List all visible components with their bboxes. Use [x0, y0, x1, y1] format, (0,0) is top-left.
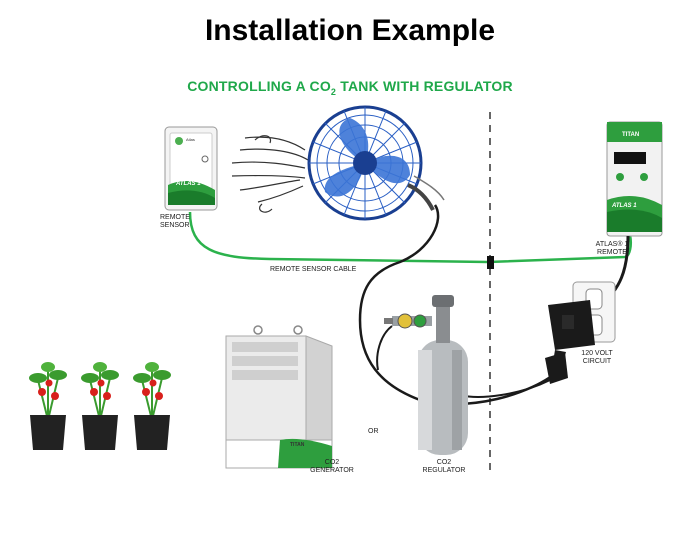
atlas-remote-label: ATLAS® 1 REMOTE: [584, 241, 640, 257]
or-label: OR: [368, 428, 379, 435]
oscillating-fan: [307, 105, 445, 221]
co2-regulator-label-line2: REGULATOR: [422, 467, 466, 474]
atlas-remote-label-line2: REMOTE: [597, 249, 627, 256]
regulator-hose: [459, 379, 551, 398]
fan-power-cord: [358, 204, 561, 406]
page-title: Installation Example: [204, 14, 496, 47]
atlas-remote-label-line1: ATLAS® 1: [595, 241, 629, 248]
co2-generator: [225, 325, 333, 469]
atlas-1-controller: [606, 121, 663, 237]
co2-generator-label-line1: CO2: [324, 459, 340, 466]
subtitle-subscript: 2: [330, 86, 337, 97]
sensor-brand-text: Atlas: [186, 137, 195, 142]
co2-regulator: [376, 313, 432, 371]
remote-sensor-cable-label: REMOTE SENSOR CABLE: [270, 266, 357, 273]
circuit-label: 120 VOLT CIRCUIT: [574, 350, 620, 366]
circuit-label-line2: CIRCUIT: [582, 358, 612, 365]
diagram-subtitle: CONTROLLING A CO2 TANK WITH REGULATOR: [0, 78, 700, 97]
subtitle-text-start: CONTROLLING A CO: [187, 78, 331, 94]
remote-sensor-label: REMOTE SENSOR: [160, 214, 190, 230]
remote-sensor-label-line1: REMOTE: [160, 214, 190, 221]
controller-model-text: ATLAS 1: [611, 203, 637, 209]
fan-plug: [545, 352, 568, 384]
tomato-plant-1: [29, 362, 67, 450]
circuit-label-line1: 120 VOLT: [581, 350, 613, 357]
co2-tank: [418, 295, 468, 455]
co2-generator-label: CO2 GENERATOR: [302, 459, 362, 475]
tomato-plant-3: [133, 362, 171, 450]
remote-sensor-cable: [188, 211, 633, 264]
remote-sensor-device: [164, 126, 218, 211]
sensor-model-text: ATLAS 1: [175, 181, 201, 187]
tomato-plant-2: [81, 362, 119, 450]
airflow-lines: [231, 135, 309, 213]
co2-regulator-label-line1: CO2: [436, 459, 452, 466]
remote-sensor-label-line2: SENSOR: [160, 222, 190, 229]
generator-brand-text: TITAN: [290, 442, 305, 448]
cable-clip: [487, 256, 494, 269]
co2-regulator-label: CO2 REGULATOR: [414, 459, 474, 475]
co2-generator-label-line2: GENERATOR: [310, 467, 354, 474]
subtitle-text-end: TANK WITH REGULATOR: [336, 78, 513, 94]
controller-brand-text: TITAN: [622, 132, 639, 138]
